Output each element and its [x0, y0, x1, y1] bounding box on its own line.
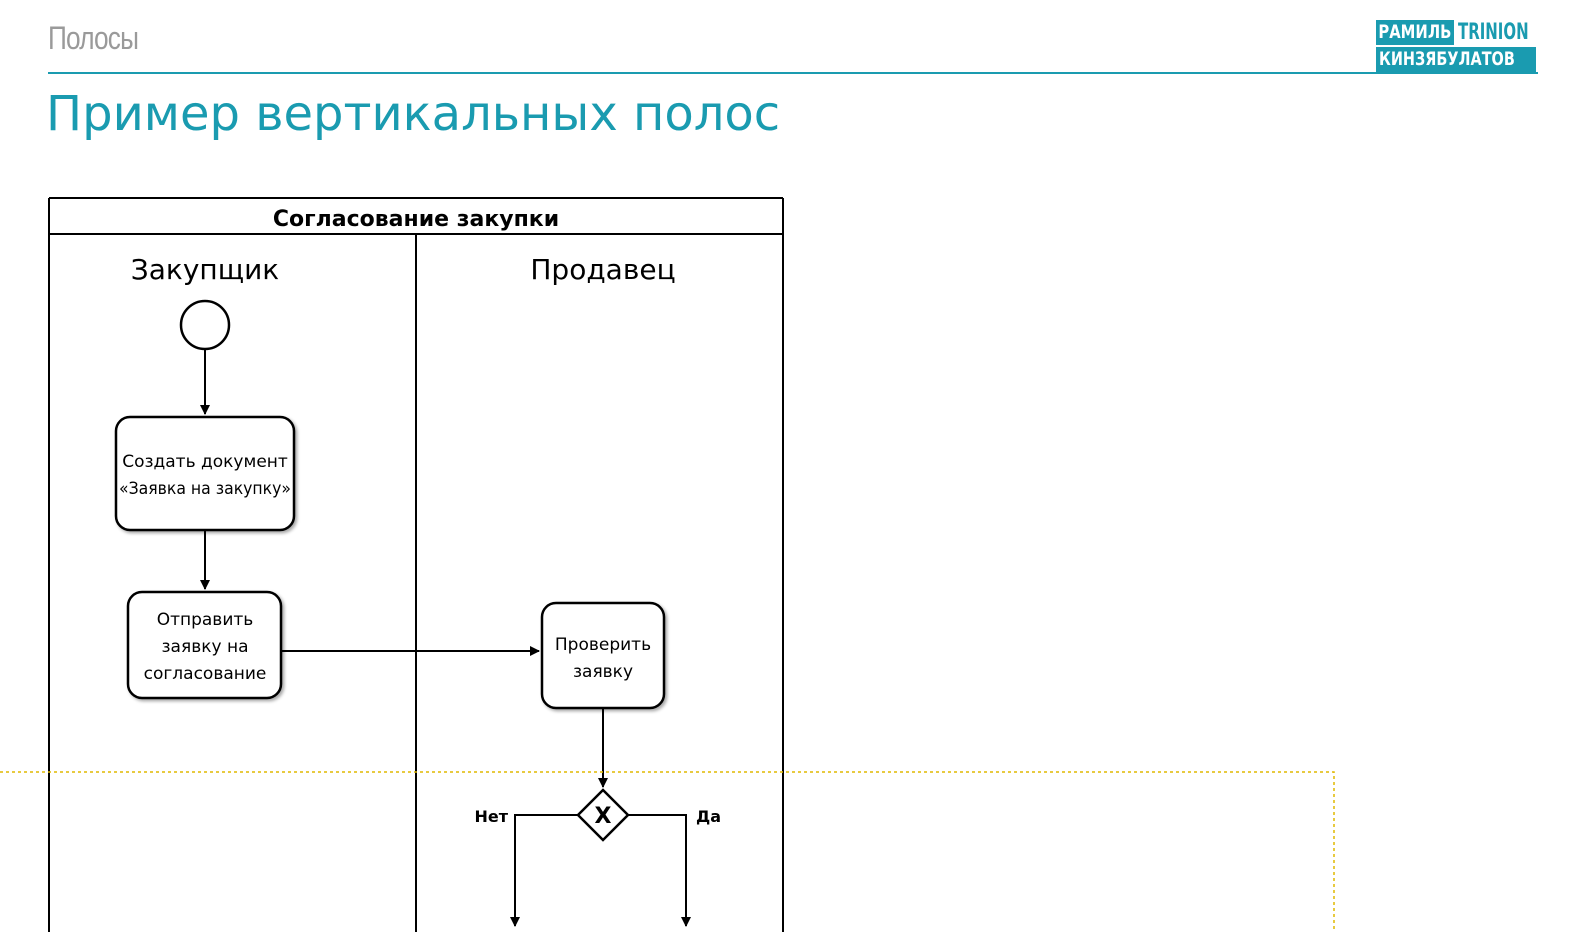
task-check-request: Проверить заявку — [540, 601, 666, 710]
page-title: Пример вертикальных полос — [46, 86, 781, 142]
task-send-request-line2: заявку на — [162, 637, 249, 657]
flow-gateway-no — [510, 814, 578, 927]
header-divider — [48, 72, 1538, 74]
branch-label-no: Нет — [474, 807, 508, 826]
gateway-symbol: X — [595, 804, 612, 829]
logo-surname: КИНЗЯБУЛАТОВ — [1376, 47, 1536, 72]
task-check-request-line1: Проверить — [555, 635, 651, 655]
lane-label-seller: Продавец — [530, 253, 675, 286]
task-create-document-line1: Создать документ — [122, 452, 288, 472]
brand-logo: РАМИЛЬ TRINION КИНЗЯБУЛАТОВ — [1376, 20, 1538, 72]
task-create-document-line2: «Заявка на закупку» — [119, 479, 291, 499]
task-check-request-box — [540, 601, 666, 710]
logo-name: РАМИЛЬ — [1376, 20, 1454, 45]
section-label: Полосы — [48, 20, 139, 56]
task-send-request-box — [126, 590, 283, 700]
branch-label-yes: Да — [696, 807, 721, 826]
pool: Согласование закупки Закупщик Продавец — [48, 197, 784, 932]
task-create-document-box — [114, 415, 296, 532]
logo-brand: TRINION — [1458, 20, 1529, 45]
gateway-diamond — [576, 788, 630, 842]
logo-top-row: РАМИЛЬ TRINION — [1376, 20, 1538, 45]
dashed-highlight-frame — [0, 771, 1335, 932]
lane-label-buyer: Закупщик — [131, 253, 279, 286]
logo-surname-text: КИНЗЯБУЛАТОВ — [1379, 48, 1515, 70]
task-send-request-line3: согласование — [144, 664, 267, 684]
exclusive-gateway: X — [576, 788, 630, 842]
start-event — [179, 299, 231, 351]
task-check-request-line2: заявку — [573, 662, 633, 682]
task-create-document: Создать документ «Заявка на закупку» — [114, 415, 296, 532]
task-send-request-line1: Отправить — [157, 610, 254, 630]
task-send-request: Отправить заявку на согласование — [126, 590, 283, 700]
pool-title: Согласование закупки — [273, 207, 559, 232]
flow-gateway-yes — [628, 814, 691, 927]
